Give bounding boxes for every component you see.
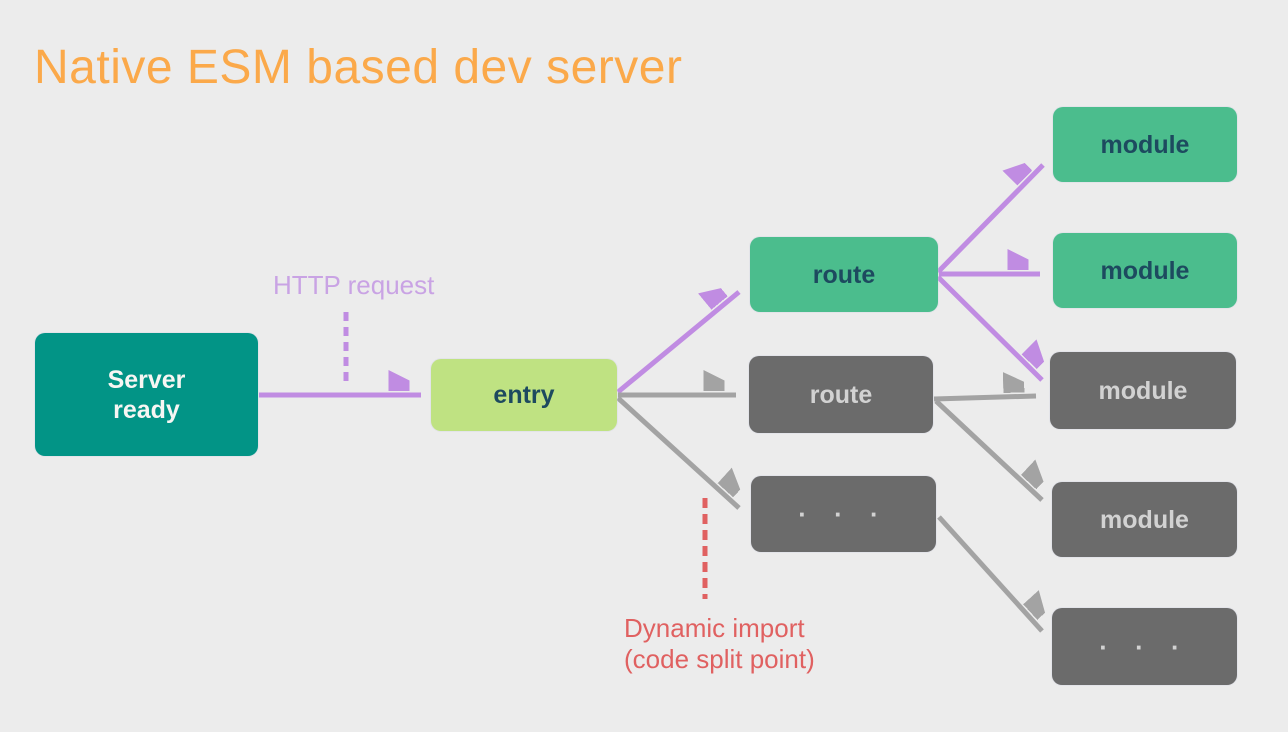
label-dynamic-import: Dynamic import (code split point) bbox=[624, 613, 815, 674]
node-route-active: route bbox=[750, 237, 938, 312]
ellipsis-label: · · · bbox=[1099, 631, 1190, 662]
arrow-entry-to-routes-ellipsis bbox=[616, 396, 739, 510]
node-routes-ellipsis: · · · bbox=[751, 476, 936, 552]
label-http-request: HTTP request bbox=[273, 270, 435, 300]
arrow-route-inactive-to-module-inactive-2 bbox=[934, 399, 1042, 502]
node-modules-ellipsis: · · · bbox=[1052, 608, 1237, 685]
node-entry: entry bbox=[431, 359, 617, 431]
node-module-active-1: module bbox=[1053, 107, 1237, 182]
arrow-entry-to-route-active bbox=[616, 292, 741, 394]
arrow-ellipsis-to-modules-ellipsis bbox=[937, 515, 1042, 633]
diagram-title: Native ESM based dev server bbox=[34, 41, 683, 94]
ellipsis-label: · · · bbox=[798, 499, 889, 529]
arrow-route-active-to-module-1 bbox=[936, 165, 1045, 274]
node-module-inactive-2: module bbox=[1052, 482, 1237, 557]
node-module-inactive-1: module bbox=[1050, 352, 1236, 429]
arrow-route-active-to-module-inactive-1 bbox=[936, 275, 1042, 382]
node-route-inactive: route bbox=[749, 356, 933, 433]
arrow-route-inactive-to-module-inactive-1 bbox=[933, 396, 1037, 402]
node-module-active-2: module bbox=[1053, 233, 1237, 308]
node-server-ready: Server ready bbox=[35, 333, 258, 456]
